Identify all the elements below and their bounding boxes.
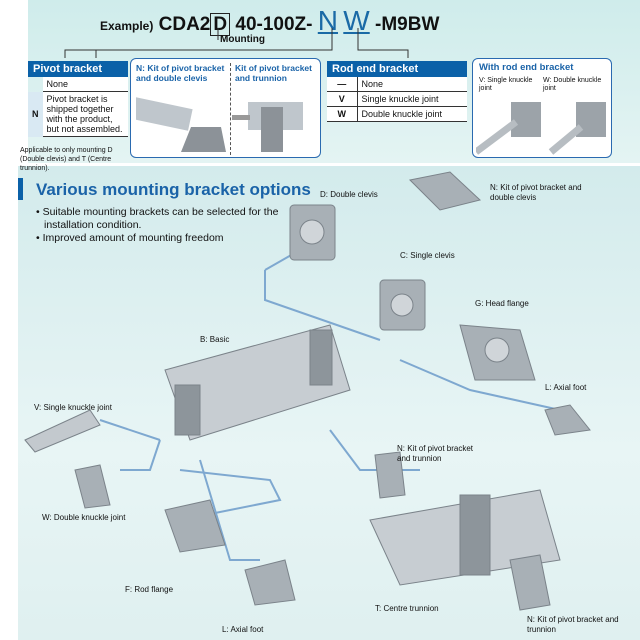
rod-card-title: With rod end bracket [479, 62, 574, 73]
cell: None [356, 77, 467, 92]
single-knuckle-label: V: Single knuckle joint [479, 77, 533, 92]
feature-item: • Improved amount of mounting freedom [36, 232, 224, 244]
section-title: Various mounting bracket options [36, 180, 311, 199]
rod-end-image [476, 102, 606, 155]
kit-trunnion-label: Kit of pivot bracket and trunnion [235, 63, 312, 83]
rod-end-card: With rod end bracket V: Single knuckle j… [472, 58, 612, 158]
pivot-bracket-title: Pivot bracket [28, 61, 128, 77]
pivot-code: N [317, 5, 339, 36]
label-axial-foot-1: L: Axial foot [545, 383, 587, 392]
label-centre-trunnion: T: Centre trunnion [375, 604, 439, 613]
label-kit-double-clevis: N: Kit of pivot bracket and double clevi… [490, 183, 582, 202]
table-row: None [28, 77, 128, 92]
feature-list: • Suitable mounting brackets can be sele… [36, 206, 286, 245]
feature-text: Improved amount of mounting freedom [42, 232, 224, 244]
cell: None [42, 77, 128, 92]
cylinder-image [136, 96, 303, 152]
pivot-kit-card: N: Kit of pivot bracket and double clevi… [130, 58, 321, 158]
section-accent-bar [18, 178, 23, 200]
feature-item: • Suitable mounting brackets can be sele… [36, 206, 279, 231]
label-kit-trunnion: N: Kit of pivot bracket and trunnion [397, 444, 474, 463]
cell: V [327, 91, 357, 107]
label-axial-foot-2: L: Axial foot [222, 625, 264, 634]
rod-code: W [343, 5, 370, 36]
model: CDA2 [158, 14, 211, 35]
cell: — [327, 77, 357, 92]
bore-stroke: 40-100Z- [235, 14, 313, 35]
label-rod-flange: F: Rod flange [125, 585, 174, 594]
cell: Single knuckle joint [356, 91, 467, 107]
label-head-flange: G: Head flange [475, 299, 529, 308]
cell: Double knuckle joint [356, 106, 467, 122]
table-row: —None [327, 77, 467, 92]
double-knuckle-label: W: Double knuckle joint [543, 77, 602, 92]
rod-end-title: Rod end bracket [327, 61, 467, 77]
cell: Pivot bracket is shipped together with t… [42, 91, 128, 137]
pivot-note: Applicable to only mounting D (Double cl… [20, 147, 113, 172]
label-basic: B: Basic [200, 335, 230, 344]
label-single-knuckle: V: Single knuckle joint [34, 403, 112, 412]
label-kit-trunnion-2: N: Kit of pivot bracket and trunnion [527, 615, 619, 634]
example-prefix: Example) [100, 19, 154, 33]
label-single-clevis: C: Single clevis [400, 251, 455, 260]
mount-code: D [210, 13, 231, 36]
kit-clevis-label: N: Kit of pivot bracket and double clevi… [136, 63, 225, 83]
suffix: -M9BW [375, 14, 440, 35]
label-double-knuckle: W: Double knuckle joint [42, 513, 126, 522]
cell: W [327, 106, 357, 122]
feature-text: Suitable mounting brackets can be select… [42, 206, 279, 231]
label-double-clevis: D: Double clevis [320, 190, 378, 199]
cell: N [28, 91, 43, 137]
mounting-label: Mounting [220, 34, 265, 45]
